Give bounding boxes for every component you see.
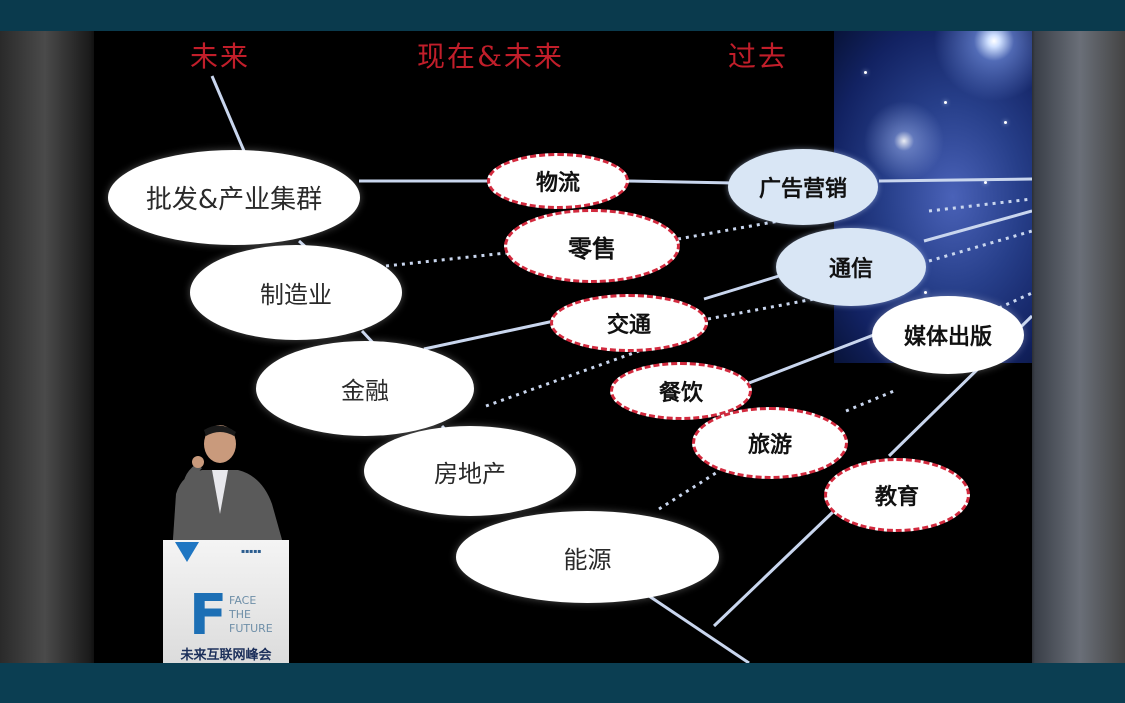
- oval-manufacturing: 制造业: [190, 245, 402, 340]
- oval-energy: 能源: [456, 511, 719, 603]
- v-logo-icon: [175, 542, 199, 562]
- podium: ▪▪▪▪▪ F FACE THE FUTURE 未来互联网峰会: [163, 540, 289, 663]
- video-top-bar: [0, 0, 1125, 31]
- star: [944, 101, 947, 104]
- star: [924, 291, 927, 294]
- star: [864, 71, 867, 74]
- oval-transport: 交通: [550, 294, 708, 352]
- oval-education: 教育: [824, 458, 970, 532]
- oval-catering: 餐饮: [610, 362, 752, 420]
- oval-advertising-marketing: 广告营销: [728, 149, 878, 225]
- oval-retail: 零售: [504, 209, 680, 283]
- star: [1004, 121, 1007, 124]
- heading-future: 未来: [190, 40, 251, 73]
- heading-past: 过去: [728, 40, 789, 73]
- podium-small-logo-icon: ▪▪▪▪▪: [241, 548, 262, 555]
- oval-finance: 金融: [256, 341, 474, 436]
- oval-tourism: 旅游: [692, 407, 848, 479]
- presentation-slide: 未来 现在&未来 过去 批发&产业集群 制造业 金融 房地产 能源 物流 零售 …: [94, 31, 1032, 663]
- oval-real-estate: 房地产: [364, 426, 576, 516]
- video-bottom-bar: [0, 663, 1125, 703]
- oval-telecom: 通信: [776, 228, 926, 306]
- podium-slogan: FACE THE FUTURE: [229, 594, 273, 635]
- oval-media-publishing: 媒体出版: [872, 296, 1024, 374]
- oval-wholesale-cluster: 批发&产业集群: [108, 150, 360, 245]
- speaker-figure: [172, 425, 286, 554]
- heading-present-future: 现在&未来: [417, 40, 564, 73]
- oval-logistics: 物流: [487, 153, 629, 209]
- podium-summit-name: 未来互联网峰会: [180, 648, 272, 663]
- f-logo-icon: F: [189, 583, 228, 648]
- star: [984, 181, 987, 184]
